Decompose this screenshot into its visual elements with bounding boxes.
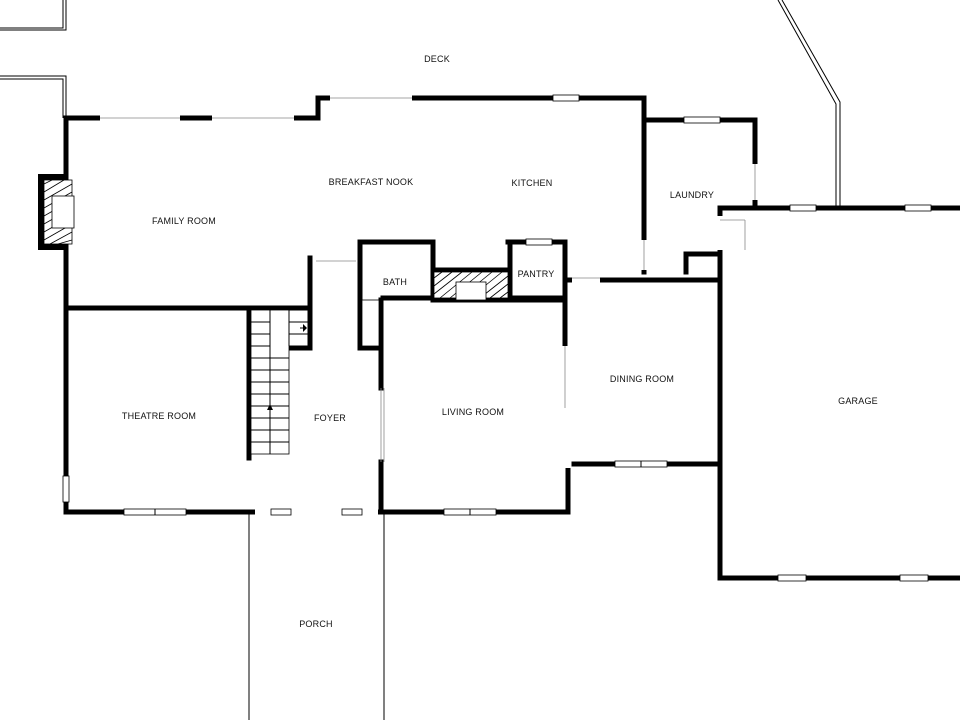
exterior-walls (63, 95, 960, 581)
openings (100, 94, 759, 516)
laundry-label: LAUNDRY (670, 190, 714, 200)
room-labels: DECK BREAKFAST NOOK KITCHEN LAUNDRY FAMI… (122, 54, 878, 629)
staircase (250, 309, 309, 455)
porch-outline (248, 512, 385, 720)
dining-room-label: DINING ROOM (610, 374, 674, 384)
deck-label: DECK (424, 54, 450, 64)
family-room-label: FAMILY ROOM (152, 216, 216, 226)
foyer-label: FOYER (314, 413, 346, 423)
pantry-label: PANTRY (518, 269, 555, 279)
foyer-closet (361, 299, 380, 347)
bath-label: BATH (383, 277, 407, 287)
garage-label: GARAGE (838, 396, 878, 406)
deck-outline (0, 0, 841, 206)
theatre-room-label: THEATRE ROOM (122, 411, 196, 421)
living-room-label: LIVING ROOM (442, 407, 504, 417)
family-room-fireplace (38, 174, 75, 250)
opening-edges (100, 97, 756, 462)
living-room-fireplace (433, 271, 509, 301)
windows (62, 94, 932, 582)
porch-label: PORCH (299, 619, 333, 629)
kitchen-label: KITCHEN (512, 178, 553, 188)
breakfast-nook-label: BREAKFAST NOOK (329, 177, 414, 187)
